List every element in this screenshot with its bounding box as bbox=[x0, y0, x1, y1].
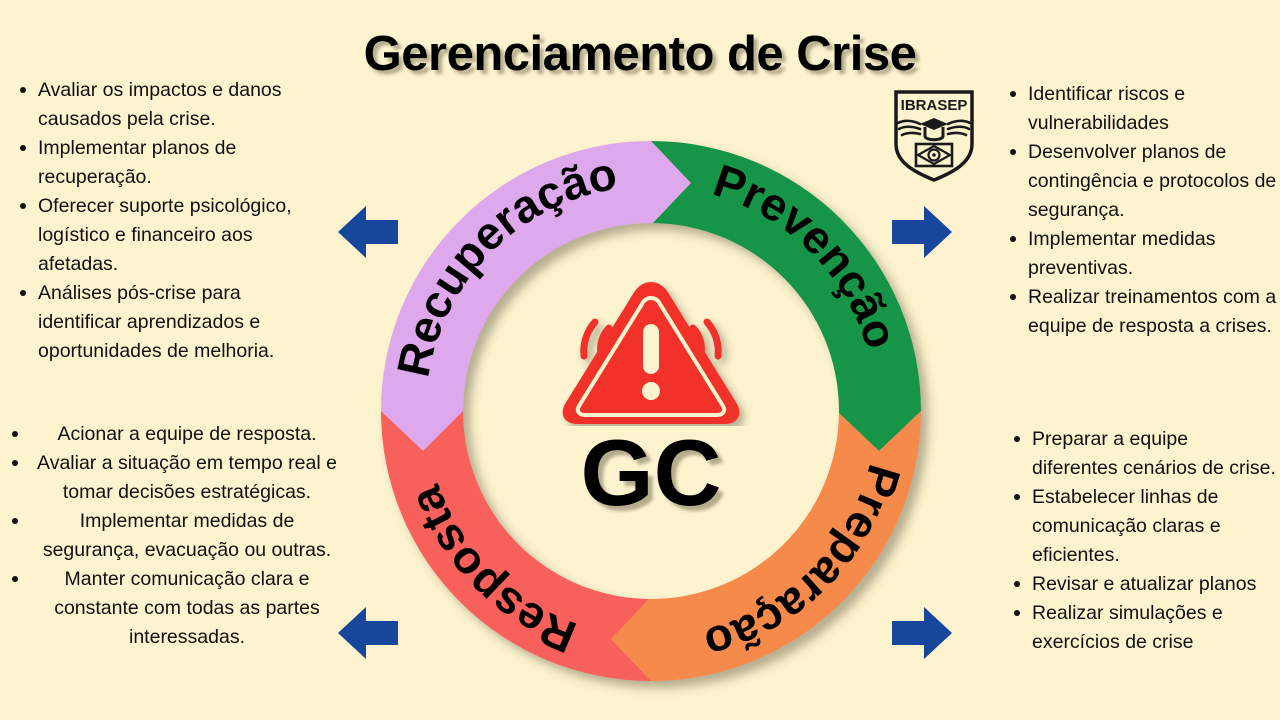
list-resposta: Acionar a equipe de resposta. Avaliar a … bbox=[8, 420, 344, 652]
list-item: Realizar simulações e exercícios de cris… bbox=[1010, 599, 1278, 657]
list-item: Avaliar os impactos e danos causados pel… bbox=[16, 76, 316, 134]
flag-globe-center bbox=[932, 153, 936, 157]
list-item-text: Realizar simulações e exercícios de cris… bbox=[1032, 602, 1223, 653]
arrow-right-top-icon[interactable] bbox=[890, 204, 954, 260]
segment-label-prevencao: Prevenção bbox=[707, 154, 908, 355]
list-item: Avaliar a situação em tempo real e tomar… bbox=[8, 449, 344, 507]
ibrasep-logo: IBRASEP bbox=[886, 84, 982, 184]
cap-base bbox=[923, 127, 945, 142]
bullet-icon bbox=[1014, 610, 1020, 616]
segment-label-prevencao-text: Prevenção bbox=[707, 154, 908, 355]
shield-outline bbox=[894, 90, 974, 182]
logo-text: IBRASEP bbox=[901, 97, 968, 114]
list-item: Estabelecer linhas de comunicação claras… bbox=[1010, 483, 1278, 570]
list-item: Desenvolver planos de contingência e pro… bbox=[1006, 138, 1278, 225]
list-item-text: Avaliar os impactos e danos causados pel… bbox=[38, 79, 282, 130]
flag-diamond bbox=[915, 144, 953, 166]
list-item: Acionar a equipe de resposta. bbox=[8, 420, 344, 449]
bullet-icon bbox=[12, 518, 18, 524]
list-item-text: Manter comunicação clara e constante com… bbox=[54, 568, 320, 648]
segment-label-resposta-text: Resposta bbox=[398, 479, 583, 664]
bullet-icon bbox=[1010, 149, 1016, 155]
list-item: Implementar planos de recuperação. bbox=[16, 134, 316, 192]
arrow-right-bottom-icon[interactable] bbox=[890, 605, 954, 661]
bullet-icon bbox=[20, 203, 26, 209]
bullet-icon bbox=[12, 431, 18, 437]
bullet-icon bbox=[1010, 236, 1016, 242]
bullet-icon bbox=[1010, 91, 1016, 97]
segment-resposta[interactable] bbox=[381, 411, 651, 681]
bullet-icon bbox=[12, 460, 18, 466]
list-item-text: Implementar medidas de segurança, evacua… bbox=[42, 510, 332, 561]
bullet-list: Avaliar os impactos e danos causados pel… bbox=[16, 76, 316, 366]
list-item-text: Identificar riscos e vulnerabilidades bbox=[1028, 83, 1186, 134]
list-preparacao: Preparar a equipe diferentes cenários de… bbox=[1010, 425, 1278, 657]
bullet-icon bbox=[20, 145, 26, 151]
segment-recuperacao[interactable] bbox=[381, 141, 691, 451]
crisis-management-cycle: Prevenção Preparação Resposta Recuperaçã… bbox=[366, 126, 936, 696]
bullet-icon bbox=[20, 290, 26, 296]
list-item-text: Revisar e atualizar planos bbox=[1032, 573, 1257, 595]
list-item-text: Estabelecer linhas de comunicação claras… bbox=[1032, 486, 1221, 566]
list-item-text: Desenvolver planos de contingência e pro… bbox=[1028, 141, 1277, 221]
bullet-list: Identificar riscos e vulnerabilidades De… bbox=[1006, 80, 1278, 341]
bullet-icon bbox=[20, 87, 26, 93]
segment-label-preparacao: Preparação bbox=[699, 459, 911, 671]
list-item-text: Avaliar a situação em tempo real e tomar… bbox=[37, 452, 337, 503]
list-item-text: Análises pós-crise para identificar apre… bbox=[38, 282, 275, 362]
cycle-ring bbox=[381, 141, 921, 681]
list-item-text: Implementar medidas preventivas. bbox=[1028, 228, 1216, 279]
flag-globe bbox=[927, 148, 941, 162]
list-item: Análises pós-crise para identificar apre… bbox=[16, 279, 316, 366]
segment-label-preparacao-text: Preparação bbox=[699, 459, 911, 671]
list-prevencao: Identificar riscos e vulnerabilidades De… bbox=[1006, 80, 1278, 341]
list-item-text: Realizar treinamentos com a equipe de re… bbox=[1028, 286, 1277, 337]
bullet-icon bbox=[12, 576, 18, 582]
list-item-text: Preparar a equipe diferentes cenários de… bbox=[1032, 428, 1276, 479]
list-recuperacao: Avaliar os impactos e danos causados pel… bbox=[16, 76, 316, 366]
list-item-text: Oferecer suporte psicológico, logístico … bbox=[38, 195, 292, 275]
bullet-list: Acionar a equipe de resposta. Avaliar a … bbox=[8, 420, 344, 652]
bullet-icon bbox=[1010, 294, 1016, 300]
list-item: Implementar medidas preventivas. bbox=[1006, 225, 1278, 283]
list-item: Realizar treinamentos com a equipe de re… bbox=[1006, 283, 1278, 341]
bullet-icon bbox=[1014, 581, 1020, 587]
list-item: Identificar riscos e vulnerabilidades bbox=[1006, 80, 1278, 138]
graduation-cap-icon bbox=[920, 118, 948, 130]
list-item: Manter comunicação clara e constante com… bbox=[8, 565, 344, 652]
list-item: Implementar medidas de segurança, evacua… bbox=[8, 507, 344, 565]
list-item: Oferecer suporte psicológico, logístico … bbox=[16, 192, 316, 279]
list-item: Revisar e atualizar planos bbox=[1010, 570, 1278, 599]
arrow-left-bottom-icon[interactable] bbox=[336, 605, 400, 661]
segment-prevencao[interactable] bbox=[651, 141, 921, 451]
arrow-left-top-icon[interactable] bbox=[336, 204, 400, 260]
list-item: Preparar a equipe diferentes cenários de… bbox=[1010, 425, 1278, 483]
bullet-icon bbox=[1014, 436, 1020, 442]
bullet-icon bbox=[1014, 494, 1020, 500]
list-item-text: Implementar planos de recuperação. bbox=[38, 137, 237, 188]
page-title: Gerenciamento de Crise bbox=[363, 27, 917, 81]
list-item-text: Acionar a equipe de resposta. bbox=[57, 423, 317, 445]
wings-icon bbox=[896, 119, 972, 137]
segment-label-resposta: Resposta bbox=[398, 479, 583, 664]
segment-preparacao[interactable] bbox=[611, 411, 921, 681]
bullet-list: Preparar a equipe diferentes cenários de… bbox=[1010, 425, 1278, 657]
